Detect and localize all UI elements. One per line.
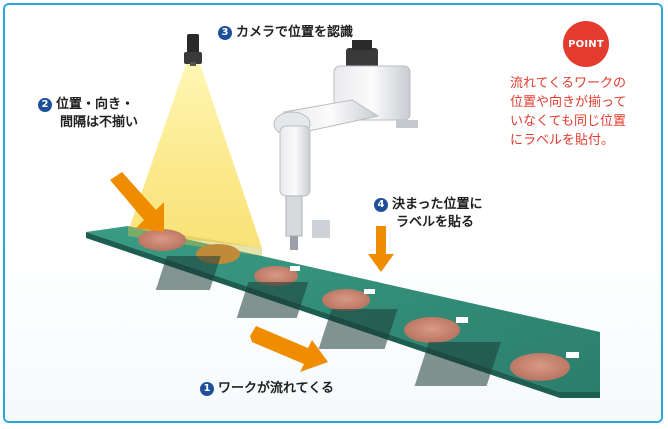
- step1-text: ワークが流れてくる: [218, 381, 334, 396]
- point-description: 流れてくるワークの 位置や向きが揃って いなくても同じ位置 にラベルを貼付。: [510, 74, 660, 150]
- step1-label: 1 ワークが流れてくる: [200, 380, 334, 398]
- arrow-icon-step2: [110, 172, 164, 232]
- step4-text-line2: ラベルを貼る: [396, 215, 475, 230]
- workpiece-labeled: [155, 256, 300, 290]
- arrow-icon-step4: [368, 226, 394, 272]
- step3-label: 3 カメラで位置を認識: [218, 24, 353, 42]
- step4-label: 4 決まった位置に ラベルを貼る: [374, 196, 482, 232]
- point-badge: POINT: [563, 21, 609, 67]
- step3-text: カメラで位置を認識: [236, 25, 354, 40]
- point-line-3: いなくても同じ位置: [510, 114, 626, 129]
- scara-robot: [273, 40, 418, 250]
- step2-number: 2: [38, 98, 52, 112]
- workpiece-disk: [138, 229, 186, 251]
- point-line-4: にラベルを貼付。: [510, 133, 615, 148]
- camera-icon: [184, 34, 202, 66]
- workpieces: [138, 229, 579, 386]
- camera-light-cone: [128, 64, 262, 248]
- step2-text-line1: 位置・向き・: [56, 97, 135, 112]
- point-line-2: 位置や向きが揃って: [510, 95, 627, 110]
- step4-text-line1: 決まった位置に: [392, 197, 483, 212]
- step2-label: 2 位置・向き・ 間隔は不揃い: [38, 96, 138, 132]
- step1-number: 1: [200, 382, 214, 396]
- workpiece-labeled: [236, 282, 375, 318]
- point-line-1: 流れてくるワークの: [510, 76, 626, 91]
- workpiece-labeled: [318, 309, 468, 349]
- diagram-frame: [3, 3, 663, 423]
- workpiece-labeled: [414, 342, 579, 386]
- step3-number: 3: [218, 26, 232, 40]
- step4-number: 4: [374, 198, 388, 212]
- step2-text-line2: 間隔は不揃い: [60, 115, 139, 130]
- arrow-icon-step1: [250, 326, 328, 372]
